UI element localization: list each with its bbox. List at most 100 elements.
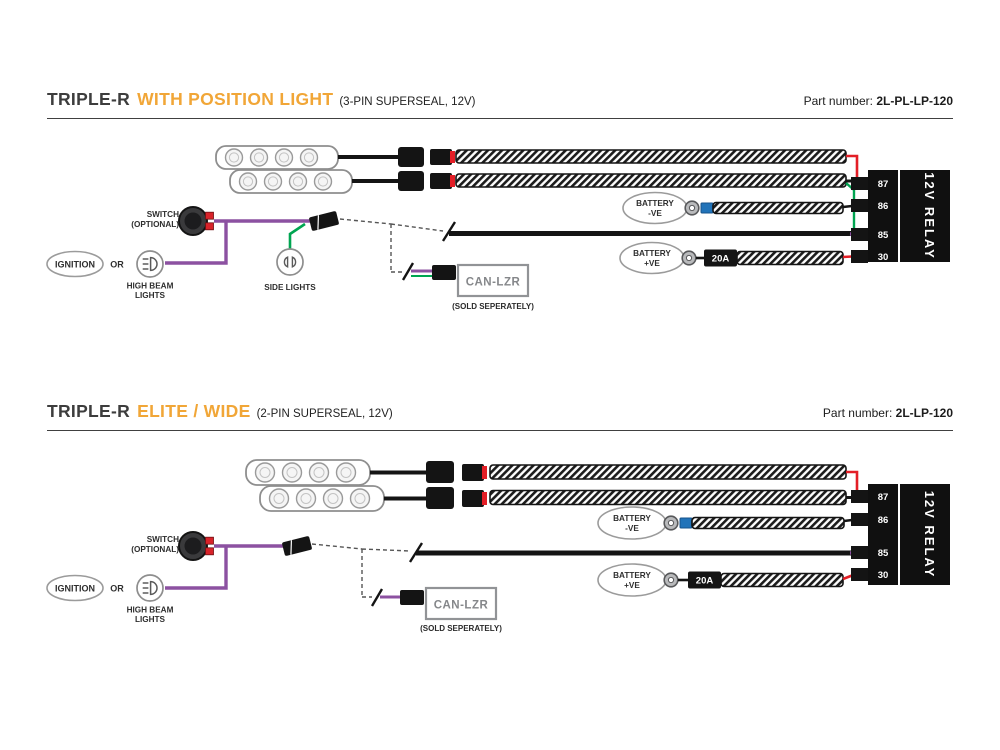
canlzr-connector [432,265,456,280]
high-beam-label-line2: LIGHTS [135,615,166,624]
break-slash [370,588,384,607]
dashed-optional-wire [339,218,444,273]
blue-connector [679,517,693,529]
ignition-badge: IGNITION [46,250,104,278]
canlzr-connector [400,590,424,605]
wire-red-to-pin87 [846,154,859,178]
or-label: OR [110,260,124,270]
relay-pin-86-label: 86 [878,201,889,212]
ignition-label: IGNITION [55,584,95,594]
superseal-socket-1 [430,149,452,165]
relay-pin-85-label: 85 [878,230,889,241]
braided-cable-negative [691,516,845,530]
part-number-value: 2L-LP-120 [895,406,953,420]
battery-positive-label-line2: +VE [624,581,640,590]
wire-green-side-lights [288,222,306,249]
relay-tab-87 [851,490,868,503]
section2-title-highlight: ELITE / WIDE [137,401,251,421]
battery-negative: BATTERY -VE [597,506,679,540]
switch-optional: SWITCH (OPTIONAL) [131,531,215,561]
battery-negative-label-line1: BATTERY [613,514,651,523]
superseal-socket-1 [462,464,484,481]
relay-label: 12V RELAY [922,491,937,579]
inline-connector-switch [309,211,339,231]
relay-pin-87-label: 87 [878,179,889,190]
ring-terminal [663,515,679,531]
switch-optional: SWITCH (OPTIONAL) [131,206,215,236]
relay-12v: 87 86 85 30 12V RELAY [851,170,950,263]
lamp-leads-and-connectors [370,461,487,509]
braided-cable-1 [455,149,847,164]
sold-separately-label: (SOLD SEPERATELY) [452,302,534,311]
dashed-optional-wire [311,543,411,598]
relay-tab-85 [851,546,868,559]
superseal-plug-1 [398,147,424,167]
relay-tab-30 [851,250,868,263]
seal-red-2 [482,492,487,505]
section1-title-brand: TRIPLE-R [47,89,131,109]
fuse-20a: 20A [704,249,737,267]
battery-positive-label-line1: BATTERY [613,571,651,580]
relay-pin-30-label: 30 [878,252,889,263]
side-lights-label: SIDE LIGHTS [264,283,316,292]
high-beam-label-line1: HIGH BEAM [127,282,174,291]
superseal-socket-2 [430,173,452,189]
relay-tab-87 [851,177,868,190]
braided-cable-2 [455,173,847,188]
relay-tab-30 [851,568,868,581]
battery-positive: BATTERY +VE [597,563,679,597]
diagram-1-with-position-light: SWITCH (OPTIONAL) IGNITION OR HIGH BEAM … [46,145,950,311]
fuse-label: 20A [712,254,730,265]
light-bar-2 [259,485,385,512]
switch-label-line2: (OPTIONAL) [131,545,179,554]
fuse-20a: 20A [688,571,721,589]
ring-terminal [663,572,679,588]
diagram-2-elite-wide: SWITCH (OPTIONAL) IGNITION OR HIGH BEAM … [46,459,950,633]
high-beam-label-line2: LIGHTS [135,291,166,300]
battery-positive-label-line2: +VE [644,259,660,268]
inline-connector-switch [282,536,312,556]
braided-cable-negative [712,201,844,215]
wire-black-to-pin86 [843,518,853,523]
seal-red-1 [482,466,487,479]
high-beam-lamp: HIGH BEAM LIGHTS [127,574,174,624]
superseal-plug-1 [426,461,454,483]
light-bar-1 [215,145,339,170]
superseal-plug-2 [398,171,424,191]
section1-title-highlight: WITH POSITION LIGHT [137,89,334,109]
section2-title-brand: TRIPLE-R [47,401,131,421]
wire-black-to-pin86 [842,204,853,209]
high-beam-lamp: HIGH BEAM LIGHTS [127,250,174,300]
switch-label-line2: (OPTIONAL) [131,220,179,229]
battery-positive-label-line1: BATTERY [633,249,671,258]
part-number-value: 2L-PL-LP-120 [876,94,953,108]
switch-label-line1: SWITCH [147,535,179,544]
relay-pin-85-label: 85 [878,548,889,559]
wire-red-to-pin87 [846,470,859,491]
braided-cable-2 [489,489,847,506]
section1-title-note: (3-PIN SUPERSEAL, 12V) [339,96,476,108]
side-lights-lamp: SIDE LIGHTS [264,248,316,292]
relay-pin-30-label: 30 [878,570,889,581]
high-beam-label-line1: HIGH BEAM [127,606,174,615]
ignition-label: IGNITION [55,260,95,270]
ring-terminal [684,200,700,216]
braided-cable-1 [489,464,847,480]
light-bar-1 [245,459,371,486]
wire-red-to-pin30 [842,574,853,581]
wire-purple-highbeam [165,221,228,265]
battery-negative-label-line1: BATTERY [636,199,674,208]
seal-red-2 [450,175,455,187]
relay-pin-87-label: 87 [878,492,889,503]
canlzr-label: CAN-LZR [466,277,521,289]
lamp-leads-and-connectors [338,147,455,191]
ignition-badge: IGNITION [46,574,104,602]
relay-tab-86 [851,513,868,526]
ring-terminal [681,250,697,266]
part-number-label: Part number: [803,94,873,108]
battery-negative-label-line2: -VE [648,209,662,218]
section2-header: TRIPLE-R ELITE / WIDE (2-PIN SUPERSEAL, … [47,401,953,431]
switch-knob [178,206,215,236]
canlzr-box: CAN-LZR (SOLD SEPERATELY) [420,586,502,633]
